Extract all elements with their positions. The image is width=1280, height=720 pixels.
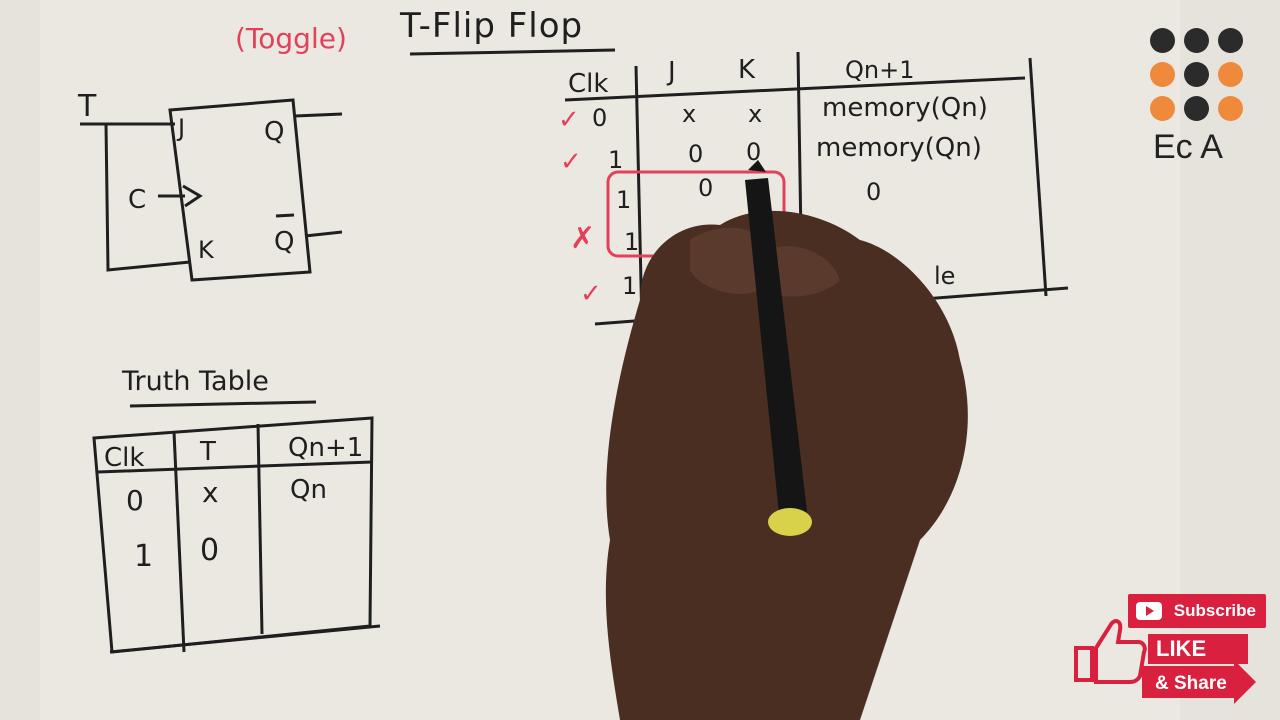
truth-row1-q: Qn <box>290 475 327 505</box>
row2-clk: 1 <box>608 146 623 174</box>
jk-header-j: J <box>666 57 676 87</box>
truth-header-clk: Clk <box>104 443 144 473</box>
pen-cap-end <box>768 508 812 536</box>
clock-arrow <box>158 184 203 208</box>
row5-q: le <box>934 262 955 290</box>
truth-row2-t: 0 <box>200 533 219 568</box>
brand-dot <box>1184 28 1209 53</box>
row3-q: 0 <box>866 178 881 206</box>
row4-clk: 1 <box>624 228 639 256</box>
q-output-wire <box>294 112 343 118</box>
brand-dot <box>1150 96 1175 121</box>
t-feedback-wire <box>104 123 191 272</box>
qbar-output-wire <box>304 230 343 238</box>
row3-j: 0 <box>698 174 713 202</box>
truth-bottom-line <box>109 624 381 654</box>
jk-header-qn1: Qn+1 <box>845 56 914 84</box>
pen-tip <box>748 160 766 172</box>
pen-barrel <box>745 178 808 524</box>
truth-header-qn1: Qn+1 <box>288 433 363 463</box>
share-arrow-icon <box>1142 660 1256 704</box>
truth-header-line <box>97 460 373 474</box>
page-title: T-Flip Flop <box>400 6 584 46</box>
like-button[interactable]: LIKE <box>1148 634 1248 664</box>
jk-header-clk: Clk <box>568 69 608 99</box>
brand-dot <box>1218 28 1243 53</box>
c-pin-label: C <box>128 185 146 215</box>
brand-name: Ec A <box>1153 128 1223 166</box>
youtube-play-icon <box>1136 602 1162 620</box>
share-label: & Share <box>1155 673 1227 694</box>
row1-k: x <box>748 100 762 128</box>
flip-flop-diagram <box>80 98 343 282</box>
jk-right-border <box>1028 57 1048 297</box>
row2-q: memory(Qn) <box>816 133 982 163</box>
truth-col-divider-2 <box>256 423 264 635</box>
brand-logo <box>1150 28 1250 168</box>
truth-title-underline <box>129 400 317 408</box>
row4-cross: ✗ <box>570 221 595 256</box>
brand-dot <box>1150 28 1175 53</box>
qbar-output-label: Q <box>274 227 294 257</box>
brand-dot <box>1218 62 1243 87</box>
brand-dot <box>1184 96 1209 121</box>
row1-j: x <box>682 100 696 128</box>
row1-check: ✓ <box>558 105 580 135</box>
t-input-label: T <box>77 89 97 124</box>
hand-with-pen <box>605 160 968 720</box>
brand-dot <box>1218 96 1243 121</box>
truth-table-grid <box>92 416 381 654</box>
q-output-label: Q <box>264 117 284 147</box>
subscribe-button[interactable]: Subscribe <box>1128 594 1266 628</box>
row1-q: memory(Qn) <box>822 93 988 123</box>
title-underline <box>409 48 616 56</box>
jk-col-divider-1 <box>634 65 644 327</box>
truth-header-t: T <box>199 437 216 467</box>
truth-row1-t: x <box>202 476 219 509</box>
j-pin-label: J <box>176 114 185 142</box>
row3-clk: 1 <box>616 186 631 214</box>
like-label: LIKE <box>1156 636 1207 661</box>
subscribe-label: Subscribe <box>1173 601 1256 620</box>
row5-clk: 1 <box>622 272 637 300</box>
toggle-note: (Toggle) <box>235 22 347 55</box>
row5-check: ✓ <box>580 279 602 309</box>
truth-row2-clk: 1 <box>134 539 153 574</box>
jk-header-line <box>564 76 1026 102</box>
k-pin-label: K <box>198 236 215 264</box>
share-button[interactable]: & Share <box>1145 666 1245 702</box>
thumbs-up-icon <box>1074 619 1147 684</box>
jk-header-k: K <box>738 55 756 85</box>
flip-flop-box <box>168 98 312 282</box>
row1-clk: 0 <box>592 104 607 132</box>
truth-row1-clk: 0 <box>126 484 144 517</box>
brand-dot <box>1150 62 1175 87</box>
row2-j: 0 <box>688 140 703 168</box>
truth-table-title: Truth Table <box>122 366 269 397</box>
row2-k: 0 <box>746 138 761 166</box>
qbar-overline <box>275 213 295 218</box>
brand-dot <box>1184 62 1209 87</box>
row2-check: ✓ <box>560 147 582 177</box>
truth-col-divider-1 <box>172 431 186 653</box>
